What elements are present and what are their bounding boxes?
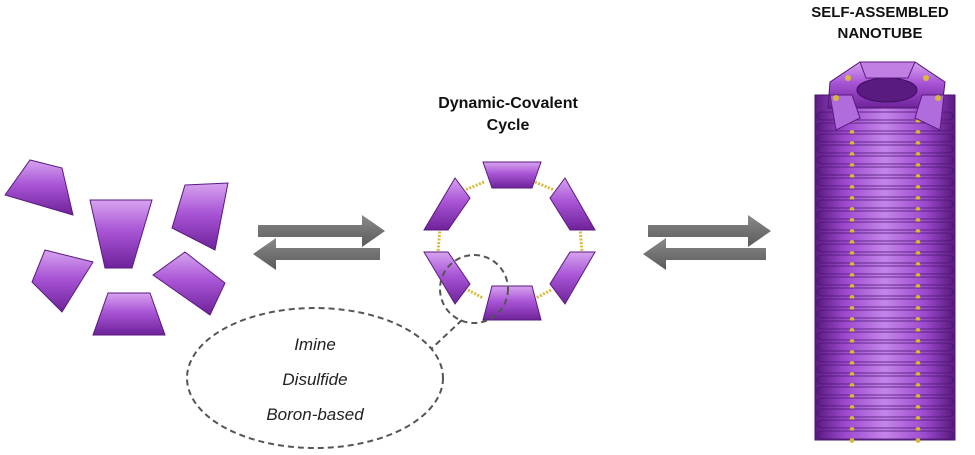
callout-connector — [429, 319, 463, 351]
nanotube-ring — [816, 210, 954, 220]
nanotube-ring — [816, 243, 954, 253]
ring-linker — [849, 438, 855, 443]
nanotube-ring — [816, 188, 954, 198]
nanotube-rings — [816, 111, 954, 443]
cap-block — [829, 94, 861, 131]
nanotube-ring — [816, 265, 954, 275]
cap-block — [914, 94, 945, 131]
linker-bond — [467, 288, 484, 300]
cycle-title-line2: Cycle — [487, 117, 530, 134]
bond-type-label: Disulfide — [282, 370, 347, 389]
cap-linker — [935, 95, 941, 101]
nanotube-pore — [856, 77, 918, 103]
dynamic-covalent-cycle — [423, 161, 596, 321]
cap-block — [859, 61, 916, 79]
forward-arrow — [258, 215, 385, 247]
cycle-block-upper-right — [549, 177, 596, 231]
nanotube-ring — [816, 166, 954, 176]
reverse-arrow — [643, 238, 766, 270]
cycle-block-lower-left — [423, 251, 471, 305]
covalent-linkers — [436, 180, 584, 300]
ring-linker — [915, 438, 921, 443]
nanotube-ring — [816, 320, 954, 330]
monomer-block — [4, 159, 74, 216]
linker-bond — [578, 227, 584, 253]
nanotube-ring — [816, 144, 954, 154]
forward-arrow — [648, 215, 771, 247]
monomer-block — [92, 292, 166, 336]
nanotube-ring — [816, 177, 954, 187]
nanotube-ring — [816, 155, 954, 165]
nanotube-ring — [816, 430, 954, 440]
nanotube-ring — [816, 199, 954, 209]
scattered-monomers — [4, 159, 229, 336]
nanotube-ring — [816, 342, 954, 352]
nanotube-ring — [816, 375, 954, 385]
nanotube-ring — [816, 232, 954, 242]
nanotube-ring — [816, 397, 954, 407]
cap-linker — [845, 75, 851, 81]
linker-bond — [534, 180, 555, 192]
bond-type-label: Imine — [294, 335, 336, 354]
linker-zoom-callout — [186, 254, 509, 449]
nanotube-ring — [816, 221, 954, 231]
nanotube-ring — [816, 364, 954, 374]
nanotube-ring — [816, 419, 954, 429]
cycle-title-line1: Dynamic-Covalent — [438, 95, 578, 112]
equilibrium-arrows-2 — [643, 215, 771, 270]
nanotube-ring — [816, 408, 954, 418]
nanotube-ring — [816, 331, 954, 341]
bond-type-label: Boron-based — [266, 405, 364, 424]
nanotube-ring — [816, 309, 954, 319]
monomer-block — [89, 199, 153, 269]
nanotube-ring — [816, 298, 954, 308]
nanotube-ring — [816, 287, 954, 297]
cap-linker — [923, 75, 929, 81]
nanotube-ring — [816, 254, 954, 264]
cycle-block-bottom — [482, 285, 542, 321]
monomer-block — [31, 249, 94, 313]
nanotube-title-line2: NANOTUBE — [838, 25, 923, 42]
equilibrium-arrows-1 — [253, 215, 385, 270]
self-assembled-nanotube — [814, 61, 956, 443]
monomer-block — [171, 182, 229, 251]
nanotube-title-line1: SELF-ASSEMBLED — [811, 4, 949, 21]
cap-linker — [833, 95, 839, 101]
bond-type-ellipse — [186, 307, 444, 449]
linker-bond — [535, 288, 552, 300]
zoom-circle — [439, 254, 509, 324]
nanotube-ring — [816, 353, 954, 363]
linker-bond — [436, 227, 442, 253]
monomer-block — [152, 251, 226, 316]
reverse-arrow — [253, 238, 380, 270]
nanotube-ring — [816, 276, 954, 286]
nanotube-ring — [816, 122, 954, 132]
nanotube-ring — [816, 386, 954, 396]
cycle-block-top — [482, 161, 542, 189]
cycle-block-upper-left — [423, 177, 471, 231]
cycle-block-lower-right — [549, 251, 596, 305]
linker-bond — [464, 180, 485, 192]
nanotube-ring — [816, 133, 954, 143]
